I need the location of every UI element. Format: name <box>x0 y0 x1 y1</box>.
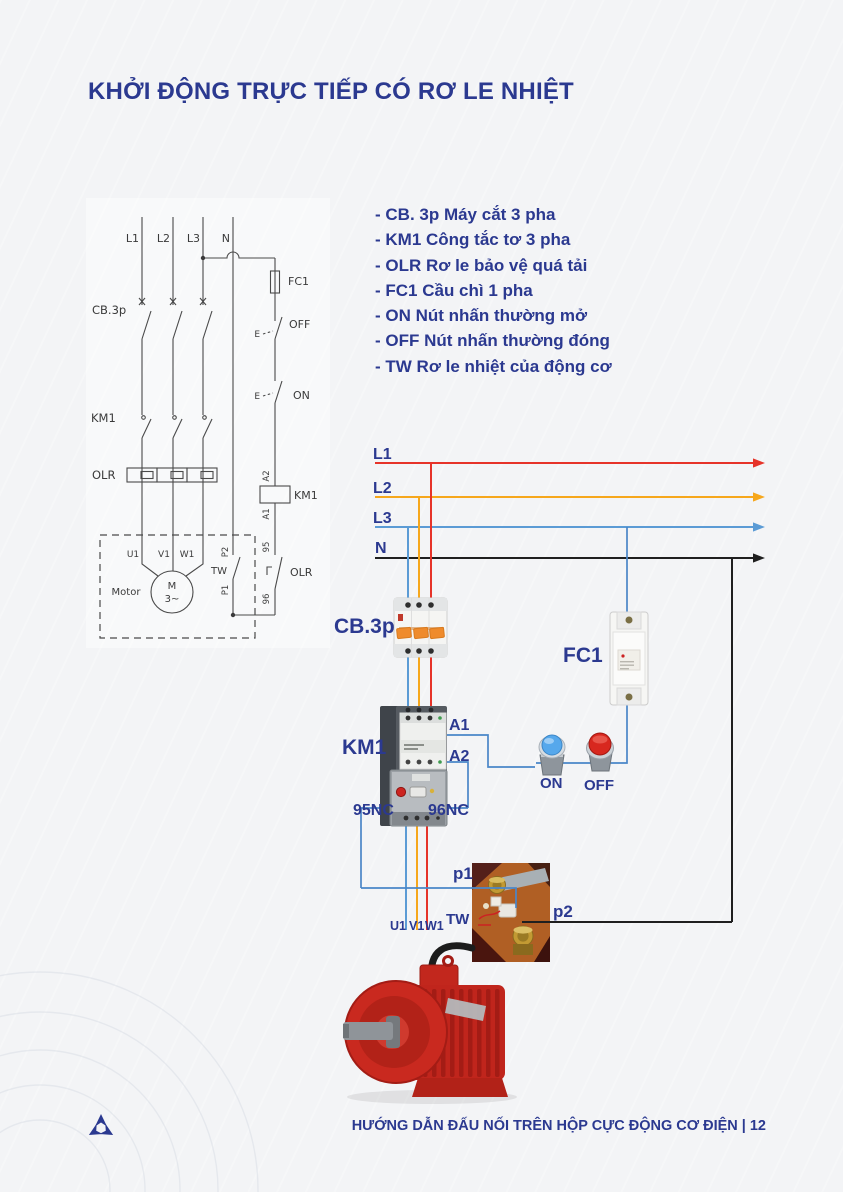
control-wires <box>360 527 628 888</box>
wiring-label-p1: p1 <box>453 864 473 883</box>
component-legend: - CB. 3p Máy cắt 3 pha - KM1 Công tắc tơ… <box>375 202 612 379</box>
motor-illustration <box>343 942 517 1104</box>
schematic-label-l1: L1 <box>126 232 139 245</box>
wiring-label-95nc: 95NC <box>353 802 394 819</box>
rail-arrows <box>753 458 765 563</box>
schematic-label-cb: CB.3p <box>92 303 126 317</box>
breaker-cb3p-illustration <box>393 597 448 658</box>
wiring-label-v1: V1 <box>409 919 425 933</box>
schematic-label-km1-coil: KM1 <box>294 489 318 502</box>
schematic-label-p1: P1 <box>221 585 231 596</box>
schematic-label-fc1: FC1 <box>288 275 309 288</box>
footer-text: HƯỚNG DẪN ĐẤU NỐI TRÊN HỘP CỰC ĐỘNG CƠ Đ… <box>351 1118 766 1134</box>
schematic-label-on: ON <box>293 389 310 402</box>
wiring-label-p2: p2 <box>553 902 573 921</box>
wiring-label-w1: W1 <box>425 919 444 933</box>
circuit-schematic: L1 L2 L3 N CB.3p KM1 OLR FC1 OFF ON E E … <box>86 198 330 648</box>
wiring-label-cb3p: CB.3p <box>334 615 395 638</box>
watermark-arcs <box>0 971 259 1192</box>
schematic-label-l3: L3 <box>187 232 200 245</box>
schematic-label-motor: Motor <box>112 587 142 598</box>
arrow-n <box>753 553 765 563</box>
wire-a1-to-on <box>440 734 535 768</box>
schematic-label-a2: A2 <box>262 470 272 481</box>
schematic-labels: L1 L2 L3 N CB.3p KM1 OLR FC1 OFF ON E E … <box>91 232 318 605</box>
wiring-label-off: OFF <box>584 777 614 794</box>
legend-item: - KM1 Công tắc tơ 3 pha <box>375 230 571 250</box>
phase-drops <box>405 463 432 930</box>
contactor-km1-illustration <box>380 706 448 827</box>
wiring-label-n: N <box>375 540 387 557</box>
arrow-l2 <box>753 492 765 502</box>
wiring-label-96nc: 96NC <box>428 802 469 819</box>
schematic-label-km1: KM1 <box>91 411 116 425</box>
schematic-label-95: 95 <box>262 542 272 553</box>
schematic-label-olr-contact: OLR <box>290 566 313 579</box>
schematic-label-w1: W1 <box>180 550 195 560</box>
schematic-paper <box>86 198 330 648</box>
page-title: KHỞI ĐỘNG TRỰC TIẾP CÓ RƠ LE NHIỆT <box>88 78 574 105</box>
off-button-illustration <box>586 732 614 772</box>
logo-trefoil-icon <box>88 1114 114 1135</box>
schematic-label-l2: L2 <box>157 232 170 245</box>
schematic-label-n: N <box>222 232 230 245</box>
arrow-l3 <box>753 522 765 532</box>
schematic-label-v1: V1 <box>158 550 170 560</box>
schematic-label-e-on: E <box>254 392 260 402</box>
legend-item: - FC1 Cầu chì 1 pha <box>375 280 533 300</box>
wiring-label-fc1: FC1 <box>563 644 603 667</box>
wiring-label-u1: U1 <box>390 919 406 933</box>
schematic-label-m: M <box>168 581 177 592</box>
tw-terminal-photo <box>472 863 550 962</box>
schematic-label-olr: OLR <box>92 468 115 482</box>
legend-item: - OLR Rơ le bảo vệ quá tải <box>375 255 588 275</box>
schematic-label-96: 96 <box>262 594 272 605</box>
wiring-label-a2: A2 <box>449 748 470 765</box>
wiring-label-on: ON <box>540 775 563 792</box>
schematic-label-e-off: E <box>254 330 260 340</box>
wiring-label-tw: TW <box>446 911 470 928</box>
overload-relay-illustration <box>389 769 448 827</box>
schematic-label-3ph: 3~ <box>165 594 180 605</box>
on-button-illustration <box>538 734 566 776</box>
schematic-label-off: OFF <box>289 318 310 331</box>
wiring-label-l1: L1 <box>373 446 392 463</box>
wiring-label-l2: L2 <box>373 480 392 497</box>
wire-a2-down <box>443 761 469 808</box>
schematic-dots <box>200 255 236 618</box>
schematic-label-u1: U1 <box>127 550 139 560</box>
wire-fc1-to-off <box>536 700 628 764</box>
legend-item: - OFF Nút nhấn thường đóng <box>375 331 610 351</box>
legend-item: - TW Rơ le nhiệt của động cơ <box>375 356 612 376</box>
schematic-label-p2: P2 <box>221 547 231 558</box>
power-rails <box>375 462 753 559</box>
legend-item: - ON Nút nhấn thường mở <box>375 306 588 326</box>
schematic-lines <box>99 217 291 639</box>
fuse-fc1-illustration <box>609 611 649 706</box>
schematic-label-tw: TW <box>210 566 227 577</box>
legend-item: - CB. 3p Máy cắt 3 pha <box>375 205 556 224</box>
wiring-label-a1: A1 <box>449 717 470 734</box>
arrow-l1 <box>753 458 765 468</box>
wiring-label-l3: L3 <box>373 510 392 527</box>
breaker-handles <box>396 626 445 640</box>
schematic-label-a1: A1 <box>262 508 272 519</box>
wire-p1-overlay <box>361 887 517 908</box>
wiring-label-km1: KM1 <box>342 736 387 759</box>
company-logo <box>88 1114 114 1135</box>
